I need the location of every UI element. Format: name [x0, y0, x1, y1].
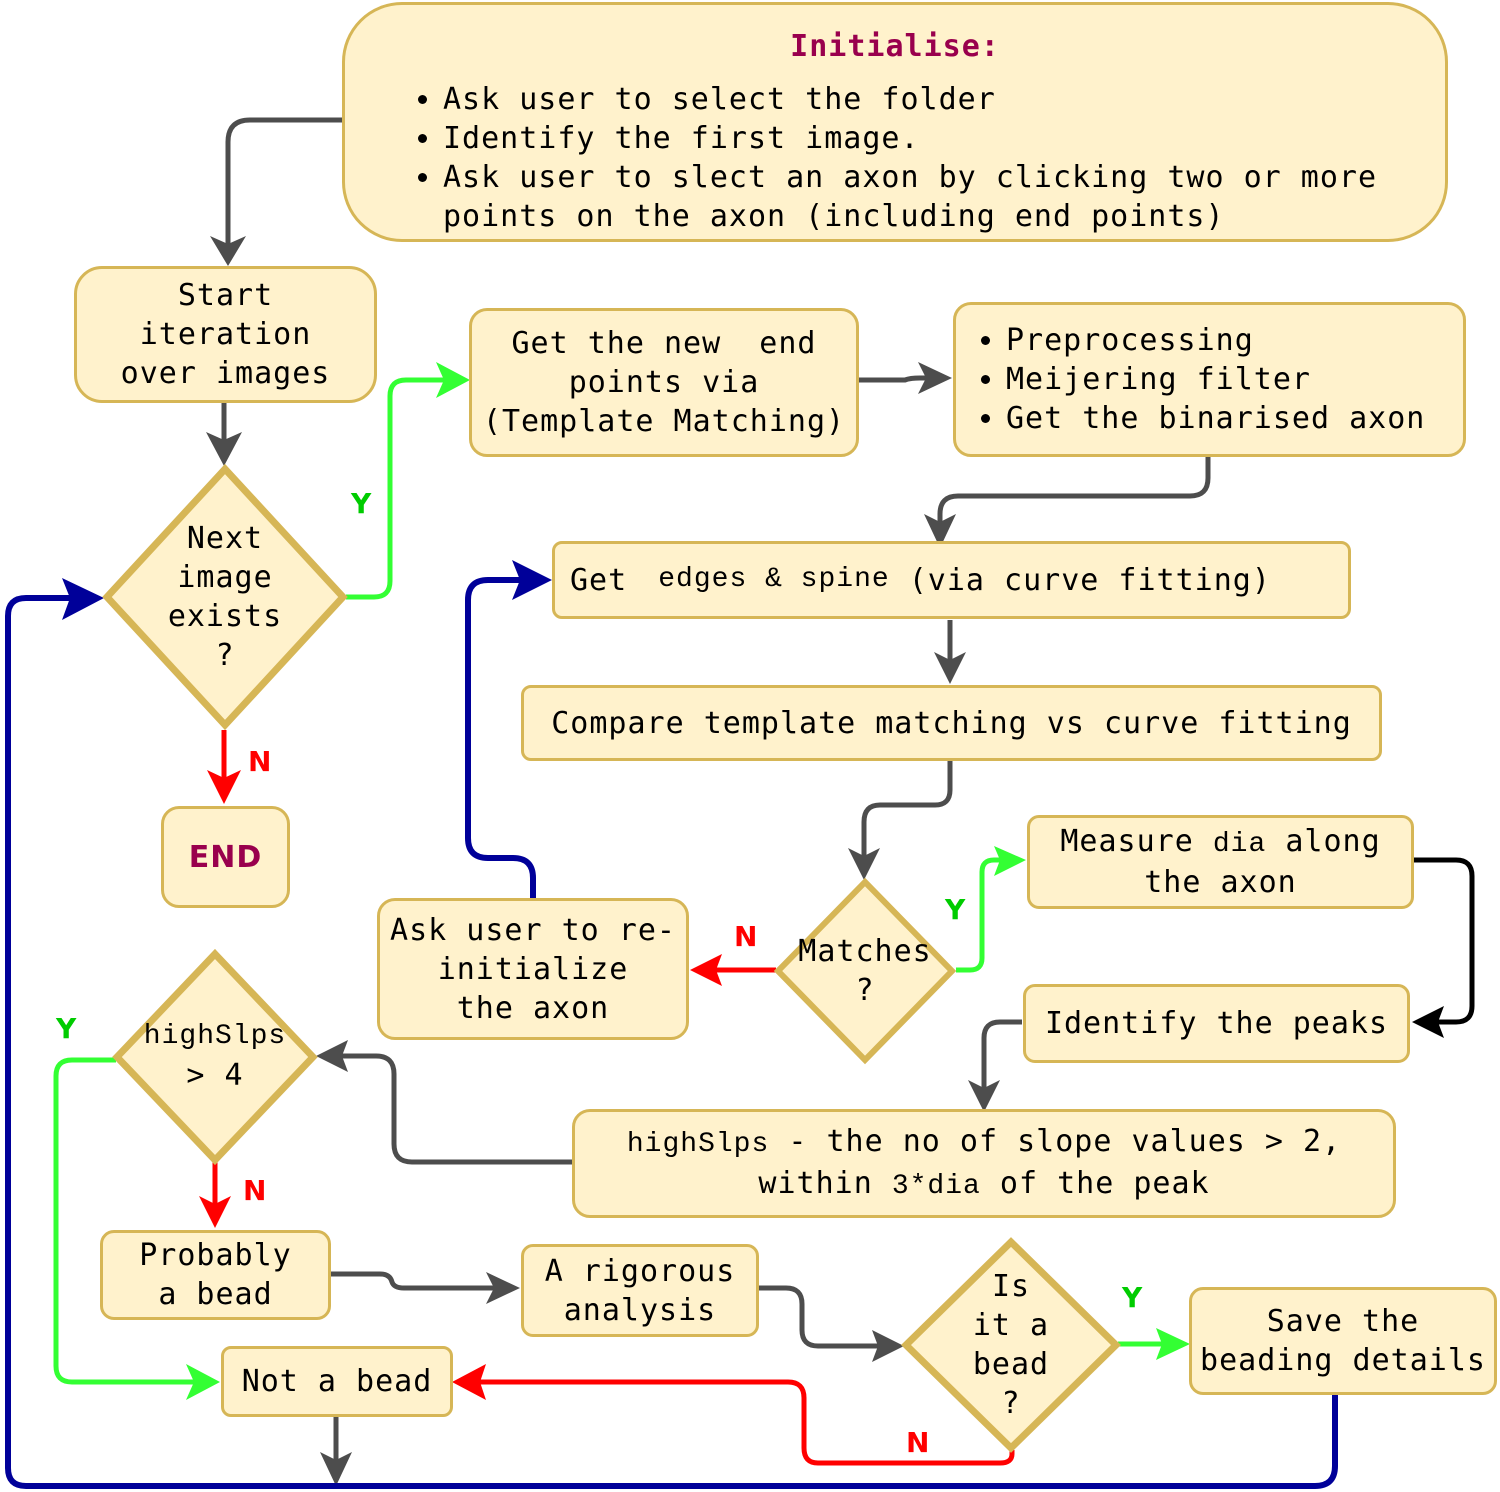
matches-decision: Matches ?: [773, 877, 957, 1065]
node-text: ?: [1001, 1386, 1021, 1421]
edge-compare-to-matches: [861, 760, 953, 860]
initialise-list: Ask user to select the folder Identify t…: [345, 80, 1377, 236]
rigorous-analysis-node: A rigorous analysis: [521, 1244, 759, 1337]
preprocessing-list: Preprocessing Meijering filter Get the b…: [956, 321, 1425, 438]
node-text: Ask user to re-: [390, 912, 676, 948]
not-bead-node: Not a bead: [221, 1346, 453, 1417]
highslps-definition-node: highSlps - the no of slope values > 2, w…: [572, 1109, 1396, 1218]
matches-no-label: N: [734, 920, 758, 953]
node-text: exists: [167, 599, 283, 634]
node-text: Get: [570, 562, 647, 598]
node-text: within 3*dia of the peak: [758, 1164, 1209, 1205]
node-text: Probably: [139, 1238, 292, 1273]
node-text: the axon: [1144, 865, 1297, 901]
node-text: (Template Matching): [482, 404, 846, 439]
next-image-yes-label: Y: [351, 487, 372, 520]
edge-measure-to-peaks: [1414, 857, 1475, 1025]
node-text: (via curve fitting): [889, 562, 1271, 598]
edge-preprocessing-to-curve: [937, 456, 1211, 528]
node-text: > 4: [186, 1057, 244, 1093]
edge-peaks-to-highslps-def: [981, 1019, 1022, 1092]
edge-save-loop-back: [5, 595, 1338, 1489]
is-bead-decision: Is it a bead ?: [901, 1237, 1121, 1453]
compare-node: Compare template matching vs curve fitti…: [521, 685, 1382, 761]
node-text: initialize: [437, 951, 629, 987]
node-text: Start: [177, 278, 274, 313]
node-text: ?: [855, 973, 875, 1008]
is-bead-yes-label: Y: [1122, 1281, 1143, 1314]
edge-initialise-to-start: [223, 117, 342, 264]
node-text: Next: [186, 521, 264, 556]
identify-peaks-node: Identify the peaks: [1023, 984, 1410, 1063]
node-text: the axon: [456, 990, 610, 1026]
initialise-item: Ask user to slect an axon by clicking tw…: [443, 158, 1377, 236]
matches-yes-label: Y: [945, 893, 966, 926]
highslps-no-label: N: [243, 1174, 267, 1207]
next-image-no-label: N: [248, 745, 272, 778]
node-text: Measure dia along: [1060, 822, 1380, 863]
node-text: along: [1266, 823, 1381, 859]
is-bead-no-label: N: [906, 1426, 930, 1459]
highslps-decision: highSlps > 4: [112, 948, 318, 1166]
node-text: image: [177, 560, 273, 595]
initialise-item: Ask user to select the folder: [443, 80, 1377, 119]
code-text: highSlps: [626, 1129, 770, 1161]
edge-reinitialize-to-curve: [465, 577, 536, 898]
edge-matches-yes: [956, 857, 1008, 973]
edge-template-to-preprocessing: [858, 375, 932, 383]
node-text: bead: [972, 1347, 1050, 1382]
node-text: A rigorous: [544, 1253, 736, 1289]
node-text: Not a bead: [241, 1364, 433, 1399]
node-text: iteration: [139, 317, 312, 352]
edge-highslps-def-to-check: [334, 1053, 572, 1165]
node-text: Is: [991, 1269, 1031, 1304]
node-text: Compare template matching vs curve fitti…: [551, 705, 1352, 741]
edge-highslps-yes: [53, 1057, 200, 1385]
reinitialize-node: Ask user to re- initialize the axon: [377, 898, 689, 1040]
code-text: 3*dia: [891, 1170, 981, 1202]
node-text: Save the: [1266, 1304, 1420, 1339]
node-text: of the peak: [980, 1165, 1210, 1201]
edge-probably-to-rigorous: [330, 1271, 500, 1291]
end-node: END: [161, 806, 290, 908]
code-text: highSlps: [143, 1021, 287, 1053]
initialise-item: Identify the first image.: [443, 119, 1377, 158]
node-text: a bead: [158, 1277, 273, 1312]
node-text: points via: [568, 365, 760, 400]
end-label: END: [188, 839, 263, 875]
node-text: it a: [972, 1308, 1050, 1343]
next-image-decision: Next image exists ?: [102, 463, 348, 731]
preprocessing-item: Get the binarised axon: [1006, 399, 1425, 438]
probably-bead-node: Probably a bead: [100, 1230, 331, 1320]
highslps-yes-label: Y: [56, 1012, 77, 1045]
node-text: Measure: [1060, 823, 1213, 859]
initialise-node: Initialise: Ask user to select the folde…: [342, 2, 1448, 242]
template-matching-node: Get the new end points via (Template Mat…: [469, 308, 859, 457]
initialise-title: Initialise:: [790, 29, 1000, 64]
save-details-node: Save the beading details: [1189, 1287, 1497, 1395]
start-iteration-node: Start iteration over images: [74, 266, 377, 403]
node-text: highSlps - the no of slope values > 2,: [627, 1122, 1341, 1163]
code-text: dia: [1212, 828, 1267, 860]
edge-next-image-yes: [346, 377, 450, 600]
preprocessing-item: Preprocessing: [1006, 321, 1425, 360]
edge-rigorous-to-is-bead: [758, 1285, 886, 1349]
node-text: ?: [215, 638, 235, 673]
preprocessing-node: Preprocessing Meijering filter Get the b…: [953, 302, 1466, 457]
preprocessing-item: Meijering filter: [1006, 360, 1425, 399]
edge-is-bead-no: [472, 1379, 1015, 1466]
curve-fitting-node: Get edges & spine (via curve fitting): [552, 541, 1351, 619]
node-text: Matches: [798, 934, 932, 969]
node-text: Identify the peaks: [1044, 1006, 1389, 1041]
code-text: edges & spine: [658, 563, 890, 595]
node-text: analysis: [563, 1292, 717, 1328]
node-text: Get the new end: [511, 326, 817, 361]
measure-dia-node: Measure dia along the axon: [1027, 815, 1414, 909]
node-text: over images: [120, 356, 331, 391]
node-text: within: [758, 1165, 892, 1201]
node-text: beading details: [1200, 1343, 1486, 1378]
node-text: - the no of slope values > 2,: [769, 1124, 1342, 1160]
